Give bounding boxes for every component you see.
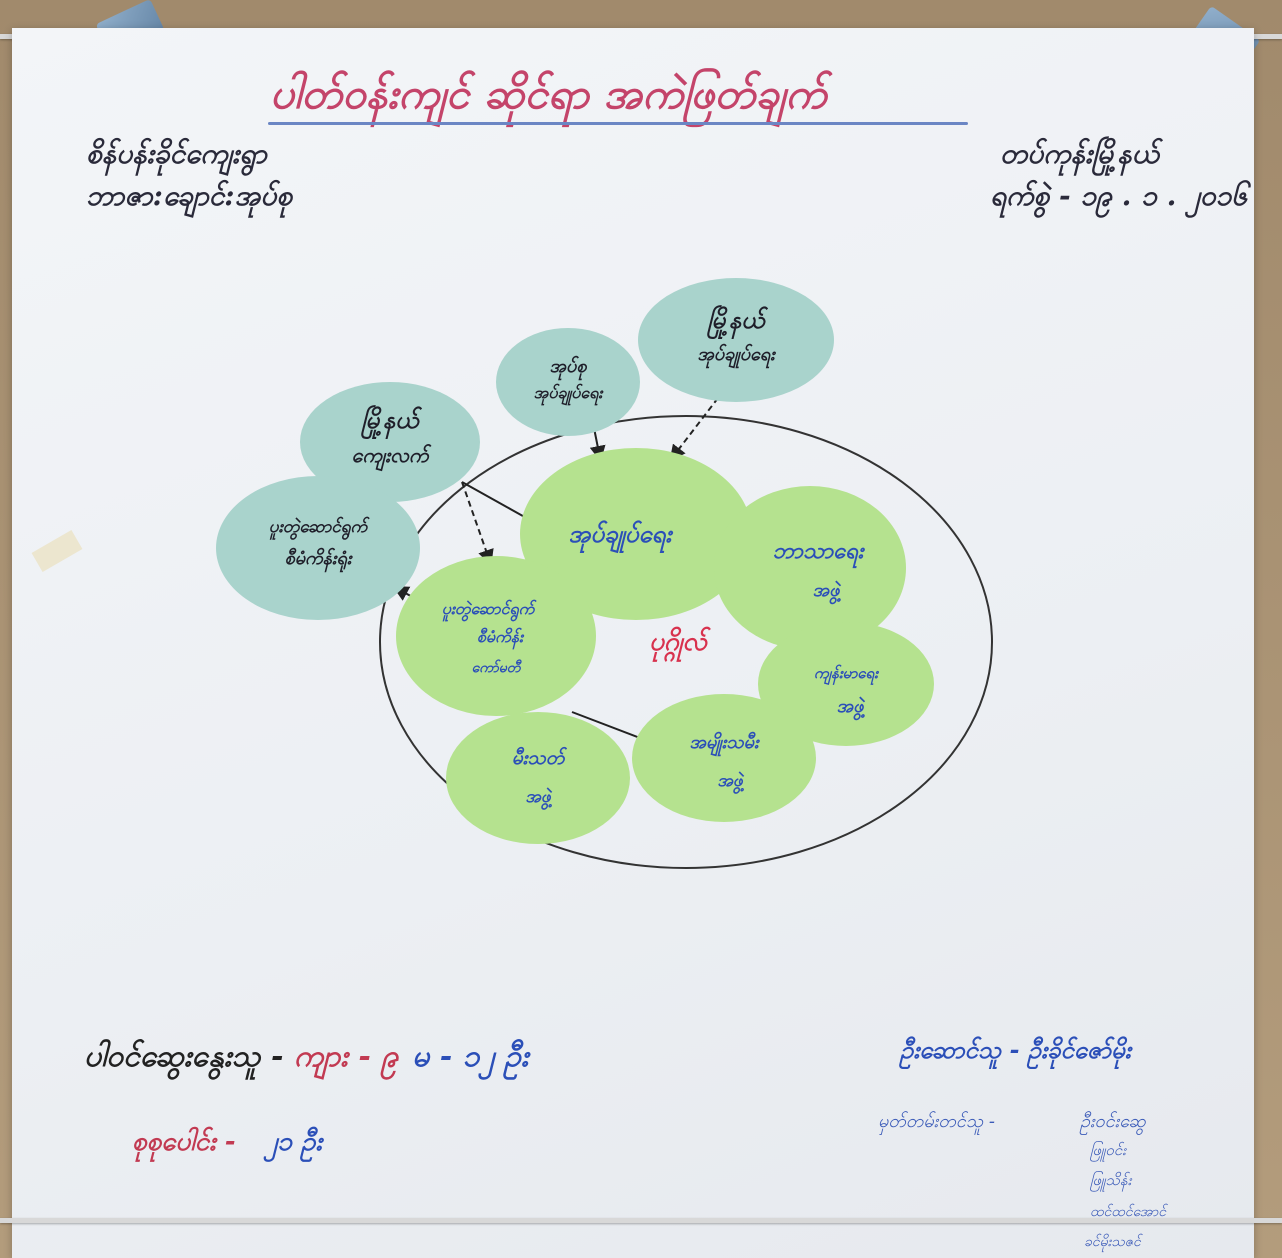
ext-2-line-1: မြို့နယ် <box>706 305 768 339</box>
recorder-2: ဖြူဝင်း <box>1090 1141 1126 1159</box>
int-bubble-women <box>632 694 816 822</box>
ext-2-line-2: အုပ်ချုပ်ရေး <box>697 343 776 369</box>
village-tract-name: ဘာဇာ:ချောင်:အုပ်စု <box>86 179 293 212</box>
int-bubble-health <box>758 622 934 746</box>
total-row: စုစုပေါင်း - ၂၁ ဦး <box>132 1127 323 1158</box>
ext-bubble-village-tract-admin <box>496 328 640 436</box>
ext-1-line-2: အုပ်ချုပ်ရေး <box>534 383 605 406</box>
total-value: ၂၁ ဦး <box>264 1127 323 1157</box>
int-bubble-joint-committee <box>396 556 596 716</box>
ext-4-line-2: စီမံကိန်းရုံး <box>285 547 353 573</box>
int-bubble-administration <box>520 448 752 620</box>
venn-diagram: အုပ်စု အုပ်ချုပ်ရေး မြို့နယ် အုပ်ချုပ်ရေ… <box>216 278 993 869</box>
int-3-line-1: ပူးတွဲဆောင်ရွက် <box>442 599 538 622</box>
int-2-line-2: အဖွဲ့ <box>813 580 842 605</box>
recorder-5: ခင်မိုးသဇင် <box>1084 1234 1141 1250</box>
recorders-label: မှတ်တမ်းတင်သူ - <box>878 1111 995 1132</box>
ext-bubble-joint-project-office <box>216 476 420 620</box>
connector-int3-int5 <box>571 711 641 739</box>
tape-strip <box>31 529 83 573</box>
participants-label: ပါဝင်ဆွေးနွေးသူ - <box>84 1039 294 1074</box>
community-boundary-circle <box>379 415 993 869</box>
int-4-line-2: အဖွဲ့ <box>837 696 866 721</box>
connector-ext3-int3 <box>461 481 494 566</box>
int-6-line-1: မီးသတ် <box>512 746 567 769</box>
participants-row: ပါဝင်ဆွေးနွေးသူ - ကျား - ၉ မ - ၁၂ ဦး <box>84 1039 529 1075</box>
int-6-line-2: အဖွဲ့ <box>525 787 553 810</box>
int-3-line-2: စီမံကိန်း <box>477 627 525 650</box>
date-label: ရက်စွဲ - ၁၉ . ၁ . ၂၀၁၆ <box>990 179 1248 212</box>
int-bubble-religious <box>714 486 906 650</box>
participants-unit: ဦး <box>504 1039 529 1074</box>
poster-paper <box>12 28 1254 1258</box>
ext-4-line-1: ပူးတွဲဆောင်ရွက် <box>269 516 370 540</box>
recorder-4: ထင်ထင်အောင် <box>1090 1204 1167 1220</box>
village-name: စိန်ပန်းခိုင်ကျေးရွာ <box>86 137 267 170</box>
center-label: ပုဂ္ဂိုလ် <box>649 626 712 662</box>
int-3-line-3: ကော်မတီ <box>472 659 523 676</box>
facilitator: ဦးဆောင်သူ - ဦးခိုင်ဇော်မိုး <box>900 1035 1131 1064</box>
connector-ext3-int1 <box>461 481 531 521</box>
recorder-3: ဖြူသိန်း <box>1090 1171 1132 1189</box>
recorder-1: ဦးဝင်းဆွေ <box>1080 1111 1146 1132</box>
int-4-line-1: ကျန်းမာရေး <box>814 664 880 685</box>
total-label: စုစုပေါင်း - <box>132 1127 245 1157</box>
ext-1-line-1: အုပ်စု <box>550 355 588 381</box>
ext-bubble-township-admin <box>638 278 834 402</box>
bottom-hanging-wire <box>0 1218 1282 1223</box>
participants-male: ကျား - ၉ <box>293 1039 399 1074</box>
ext-bubble-township-rural <box>300 382 480 502</box>
int-2-line-1: ဘာသာရေး <box>773 538 866 569</box>
page-title: ပါတ်ဝန်းကျင် ဆိုင်ရာ အကဲဖြတ်ချက် <box>270 69 827 118</box>
connector-ext2-int1 <box>669 397 719 462</box>
ext-3-line-1: မြို့နယ် <box>360 405 422 439</box>
participants-female: မ - ၁၂ <box>412 1039 495 1074</box>
int-5-line-1: အမျိုးသမီး <box>689 731 759 757</box>
township-name: တပ်ကုန်းမြို့နယ် <box>1000 137 1159 170</box>
title-underline <box>268 122 968 125</box>
int-5-line-2: အဖွဲ့ <box>717 771 745 794</box>
int-bubble-fire-brigade <box>446 712 630 844</box>
